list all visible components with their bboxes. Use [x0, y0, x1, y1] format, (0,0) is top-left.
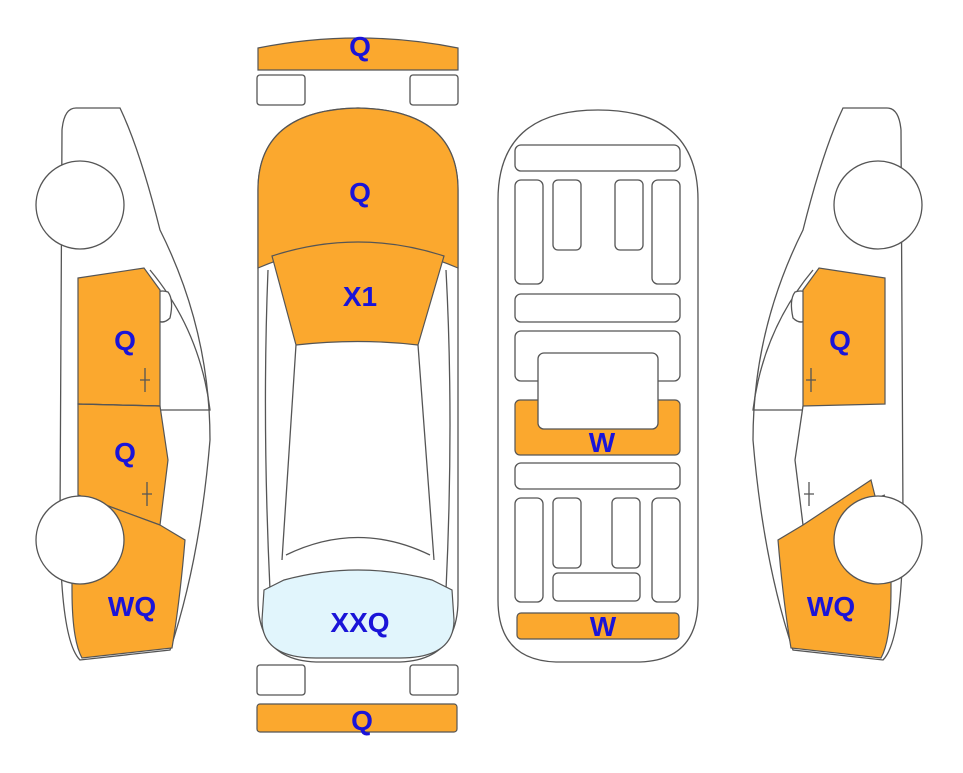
- left-window-line: [149, 269, 211, 411]
- front-bumper-panel: [257, 37, 459, 71]
- rear-window-panel: [261, 569, 455, 659]
- rear-left-wheel-top: [256, 664, 306, 696]
- windshield-label: X1: [343, 281, 377, 312]
- front-bumper-label: Q: [349, 31, 371, 62]
- right-front-wheel: [833, 160, 923, 250]
- left-front-door-panel: [77, 267, 161, 407]
- right-rear-wheel: [833, 495, 923, 585]
- roof-outline: [264, 269, 451, 591]
- underbody-rear-right-pocket: [611, 497, 641, 569]
- underbody-front-left-rail: [514, 179, 544, 285]
- left-door-divider: [77, 403, 161, 407]
- windshield-panel: [271, 241, 445, 346]
- floor-rear-label: W: [590, 611, 617, 642]
- right-door-handle-rear: [804, 482, 814, 506]
- underbody-front-bar: [514, 144, 681, 172]
- floor-rear-panel: [516, 612, 680, 640]
- right-rear-quarter-label: WQ: [807, 591, 855, 622]
- floor-middle-label: W: [589, 427, 616, 458]
- underbody-front-right-rail: [651, 179, 681, 285]
- left-front-door-label: Q: [114, 325, 136, 356]
- right-front-door-panel: [802, 267, 886, 407]
- front-right-wheel-top: [409, 74, 459, 106]
- underbody-rear-bar: [514, 462, 681, 490]
- left-front-wheel: [35, 160, 125, 250]
- rear-bumper-label: Q: [351, 705, 373, 736]
- front-left-wheel-top: [256, 74, 306, 106]
- right-front-door-label: Q: [829, 325, 851, 356]
- underbody-rear-box: [552, 572, 641, 602]
- hood-label: Q: [349, 177, 371, 208]
- left-side-view: Q Q WQ: [35, 107, 211, 661]
- left-rear-door-label: Q: [114, 437, 136, 468]
- right-window-line: [752, 269, 814, 411]
- left-door-handle-front: [140, 368, 150, 392]
- top-view: Q Q X1 XXQ Q: [256, 31, 459, 736]
- rear-window-label: XXQ: [330, 607, 389, 638]
- underbody-front-right-pocket: [614, 179, 644, 251]
- rear-right-wheel-top: [409, 664, 459, 696]
- left-door-handle-rear: [142, 482, 152, 506]
- underbody-rear-left-rail: [514, 497, 544, 603]
- left-rear-wheel: [35, 495, 125, 585]
- underbody-center-tank: [537, 352, 659, 430]
- left-rear-quarter-label: WQ: [108, 591, 156, 622]
- rear-bumper-panel: [256, 703, 458, 733]
- underbody-rear-right-rail: [651, 497, 681, 603]
- underbody-view: W W: [497, 109, 699, 663]
- rear-window-edge: [285, 536, 431, 556]
- right-door-handle-front: [806, 368, 816, 392]
- right-side-view: Q WQ: [752, 107, 923, 661]
- underbody-front-left-pocket: [552, 179, 582, 251]
- underbody-rear-left-pocket: [552, 497, 582, 569]
- underbody-cross-member: [514, 293, 681, 323]
